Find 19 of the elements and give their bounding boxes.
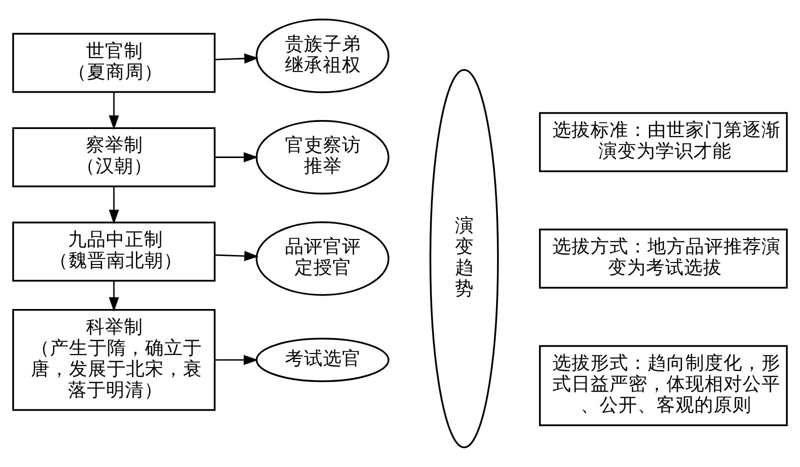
node-ellipse: 官吏察访推举	[256, 120, 390, 195]
arrow	[214, 152, 258, 162]
node-box: 世官制 （夏商周）	[12, 32, 216, 93]
node-box: 选拔形式：趋向制度化，形式日益严密，体现相对公平、公开、客观的原则	[539, 345, 788, 426]
node-box: 选拔标准：由世家门第逐渐演变为学识才能	[539, 112, 788, 172]
node-ellipse: 品评官评定授官	[256, 221, 390, 296]
node-ellipse: 贵族子弟继承祖权	[256, 18, 390, 94]
node-ellipse: 演变趋势	[430, 69, 499, 448]
arrow	[214, 53, 259, 64]
node-box: 察举制 （汉朝）	[12, 127, 216, 188]
node-box: 选拔方式：地方品评推荐演变为考试选拔	[539, 228, 788, 289]
node-box: 九品中正制 （魏晋南北朝）	[12, 222, 216, 282]
arrow	[214, 250, 259, 262]
arrow	[108, 186, 119, 224]
arrow	[108, 281, 119, 312]
arrow	[108, 92, 119, 130]
arrow	[214, 354, 258, 366]
node-box: 科举制 （产生于隋，确立于唐，发展于北宋，衰落于明清）	[12, 309, 216, 411]
node-ellipse: 考试选官	[256, 338, 390, 382]
